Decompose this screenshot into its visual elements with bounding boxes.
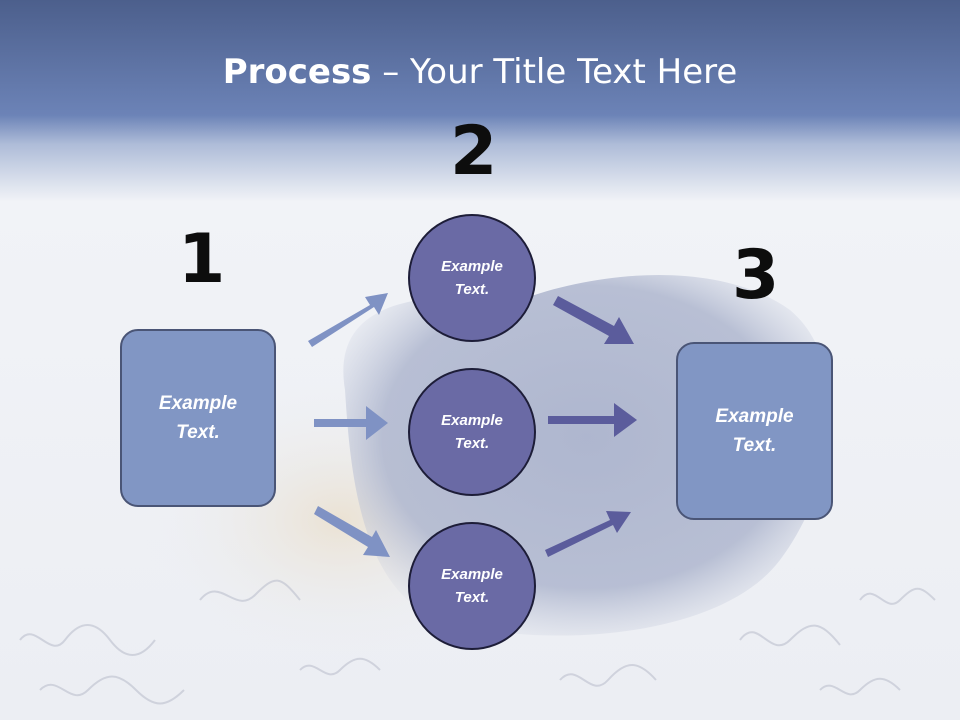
circle-middle-line1: Example [441,412,503,429]
step-number-2: 2 [450,112,498,191]
step-1-text-line2: Text. [176,422,220,443]
step-3-text-line2: Text. [732,435,777,456]
arrow-1-to-bottom-icon [314,506,390,557]
arrow-top-to-3-icon [553,296,634,344]
circle-middle-line2: Text. [454,435,490,452]
arrow-bottom-to-3-icon [545,511,631,557]
circle-bottom-line1: Example [441,566,503,583]
arrow-middle-to-3-icon [548,403,637,437]
title-bold: Process [222,52,372,92]
circle-top-line2: Text. [454,281,490,298]
arrow-1-to-top-icon [308,293,388,347]
step-number-3: 3 [732,236,780,315]
title-rest: – Your Title Text Here [371,52,738,92]
step-2-circle-top[interactable]: Example Text. [408,214,536,342]
slide-title: Process – Your Title Text Here [0,52,960,92]
circle-top-line1: Example [441,258,503,275]
step-2-circle-bottom[interactable]: Example Text. [408,522,536,650]
step-2-circle-middle[interactable]: Example Text. [408,368,536,496]
arrow-1-to-middle-icon [314,406,388,440]
circle-bottom-line2: Text. [454,589,490,606]
step-3-box[interactable]: Example Text. [676,342,833,520]
step-number-1: 1 [178,220,226,299]
step-3-text-line1: Example [715,406,794,427]
step-1-text-line1: Example [158,393,238,414]
step-1-box[interactable]: Example Text. [120,329,276,507]
